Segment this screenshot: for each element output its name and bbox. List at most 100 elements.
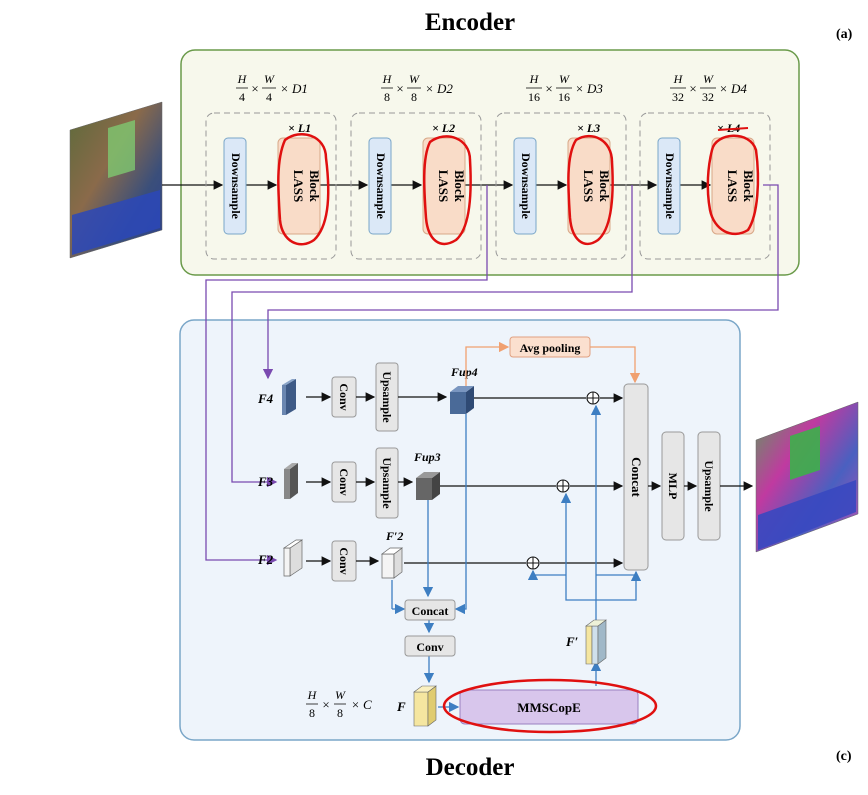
conv-label: Conv	[337, 547, 351, 574]
fup3-label: Fup3	[413, 450, 441, 464]
times-symbol: ×	[689, 81, 696, 96]
dim-h-den: 4	[239, 90, 245, 104]
fup3-cube	[416, 472, 440, 500]
concat-label: Concat	[629, 457, 644, 497]
encoder-stage-1: H 4 × W 4 × D1 Downsample LASS Block × L…	[205, 72, 337, 260]
dim-w-den: 8	[411, 90, 417, 104]
dim-w-den: 8	[337, 706, 343, 720]
downsample-block	[513, 137, 537, 235]
dim-h: H	[673, 72, 684, 86]
downsample-label: Downsample	[519, 153, 533, 220]
decoder-panel	[179, 319, 741, 741]
conv-label: Conv	[337, 468, 351, 495]
panel-tag-a: (a)	[836, 27, 853, 42]
decoder-title: Decoder	[426, 754, 515, 781]
dim-d: × D4	[719, 81, 747, 96]
red-mark	[422, 135, 472, 246]
downsample-label: Downsample	[374, 153, 388, 220]
input-image	[69, 101, 163, 259]
lass-block	[422, 137, 466, 235]
mmscope-box	[459, 689, 639, 725]
downsample-label: Downsample	[229, 153, 243, 220]
conv-box-bottom	[404, 635, 456, 657]
f4-cube	[282, 379, 296, 415]
repeat-label: × L1	[288, 121, 311, 135]
downsample-block	[657, 137, 681, 235]
avg-pooling-label: Avg pooling	[520, 341, 581, 355]
dim-w: W	[335, 688, 346, 702]
times-symbol: ×	[545, 81, 552, 96]
dim-h: H	[382, 72, 393, 86]
red-mark	[567, 134, 614, 246]
encoder-stage-4: H 32 × W 32 × D4 Downsample LASS Block ×…	[639, 72, 771, 260]
mmscope-label: MMSCopE	[517, 700, 581, 715]
f2prime-cube	[380, 547, 404, 579]
times-symbol: ×	[251, 81, 258, 96]
dim-h: H	[307, 688, 318, 702]
lass-label: LASS	[581, 170, 596, 203]
upsample-label: Upsample	[702, 460, 716, 512]
f4-label: F4	[257, 391, 274, 406]
downsample-block	[368, 137, 392, 235]
dim-w: W	[409, 72, 420, 86]
dim-h-den: 8	[309, 706, 315, 720]
block-label: Block	[597, 170, 612, 203]
dim-h-den: 8	[384, 90, 390, 104]
dim-w-den: 4	[266, 90, 272, 104]
fup4-cube	[450, 386, 474, 414]
f-label: F	[396, 699, 406, 714]
dim-c: × C	[351, 697, 372, 712]
upsample-label: Upsample	[380, 457, 394, 509]
lass-label: LASS	[725, 170, 740, 203]
dim-w-den: 16	[558, 90, 570, 104]
lass-label: LASS	[291, 170, 306, 203]
concat-box-large	[623, 383, 649, 571]
repeat-label: × L3	[577, 121, 600, 135]
dim-d: × D1	[280, 81, 308, 96]
f2-label: F2	[257, 552, 274, 567]
repeat-label: × L4	[717, 121, 740, 135]
f-cube	[413, 685, 437, 727]
dim-h-den: 16	[528, 90, 540, 104]
dim-h: H	[529, 72, 540, 86]
conv-label: Conv	[416, 640, 443, 654]
block-label: Block	[307, 170, 322, 203]
dim-d: × D2	[425, 81, 453, 96]
encoder-stage-3: H 16 × W 16 × D3 Downsample LASS Block ×…	[495, 72, 627, 260]
dim-h-den: 32	[672, 90, 684, 104]
f3-label: F3	[257, 474, 274, 489]
mlp-label: MLP	[666, 473, 680, 500]
red-mark	[442, 678, 658, 734]
upsample-label: Upsample	[380, 371, 394, 423]
red-mark	[706, 134, 760, 236]
dim-h: H	[237, 72, 248, 86]
fprime-cube	[585, 619, 607, 665]
concat-box-small	[404, 599, 456, 621]
dim-w: W	[703, 72, 714, 86]
concat-label: Concat	[412, 604, 449, 618]
output-image	[755, 401, 859, 553]
times-symbol: ×	[396, 81, 403, 96]
downsample-label: Downsample	[663, 153, 677, 220]
f2-cube	[282, 539, 304, 577]
panel-tag-c: (c)	[836, 749, 852, 764]
dim-d: × D3	[575, 81, 603, 96]
repeat-label: × L2	[432, 121, 455, 135]
block-label: Block	[452, 170, 467, 203]
dim-w: W	[264, 72, 275, 86]
conv-label: Conv	[337, 383, 351, 410]
red-mark	[277, 132, 330, 246]
fprime-label: F′	[565, 634, 579, 649]
fup4-label: Fup4	[450, 365, 478, 379]
lass-label: LASS	[436, 170, 451, 203]
upsample-box-f3	[375, 447, 399, 519]
f3-cube	[284, 463, 298, 499]
times-symbol: ×	[322, 697, 329, 712]
f2prime-label: F′2	[385, 529, 403, 543]
block-label: Block	[741, 170, 756, 203]
dim-w-den: 32	[702, 90, 714, 104]
encoder-title: Encoder	[425, 9, 515, 36]
skip-connections	[205, 184, 779, 566]
dim-w: W	[559, 72, 570, 86]
